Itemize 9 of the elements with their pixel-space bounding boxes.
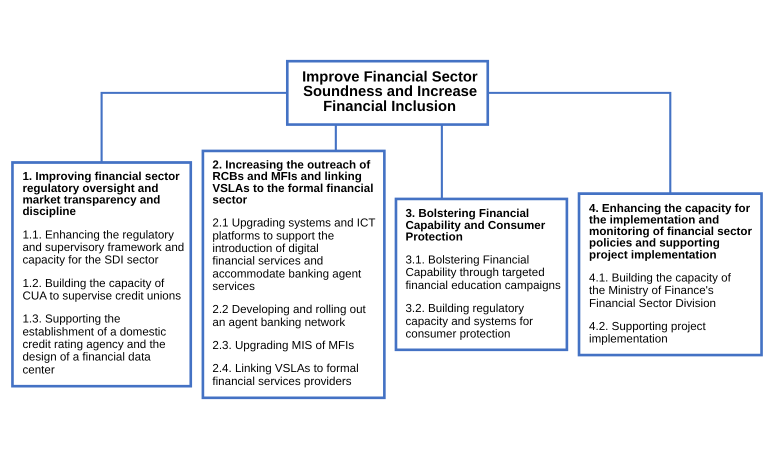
connector (334, 124, 337, 151)
connector (440, 124, 443, 199)
connector (100, 92, 288, 162)
connector (488, 92, 672, 194)
node-box: Improve Financial Sector Soundness and Increase Financial Inclusion (286, 60, 490, 126)
node-box: 4. Enhancing the capacity for the implementation and monitoring of financial sector policies and supporting project implementation 4.1. Building the capacity of the Ministry of Finance's Financial Sector Division 4.2. Supporting project implementation (578, 192, 763, 356)
node-box: 1. Improving financial sector regulatory oversight and market transparency and discipline 1.1. Enhancing the regulatory and supervisory framework and capacity for the SDI sector 1.2. Building the capacity of CUA to supervise credit unions 1.3. Supporting the establishment of a domestic credit rating agency and the design of a financial data center (11, 161, 192, 388)
node-box: 2. Increasing the outreach of RCBs and MFIs and linking VSLAs to the formal financial sector 2.1 Upgrading systems and ICT platforms to support the introduction of digital financial services and accommodate banking agent services 2.2 Developing and rolling out an agent banking network 2.3. Upgrading MIS of MFIs 2.4. Linking VSLAs to formal financial services providers (202, 150, 386, 400)
node-box: 3. Bolstering Financial Capability and Consumer Protection 3.1. Bolstering Financial Capability through targeted financial education campaigns 3.2. Building regulatory capacity and systems for consumer protection (394, 198, 568, 352)
